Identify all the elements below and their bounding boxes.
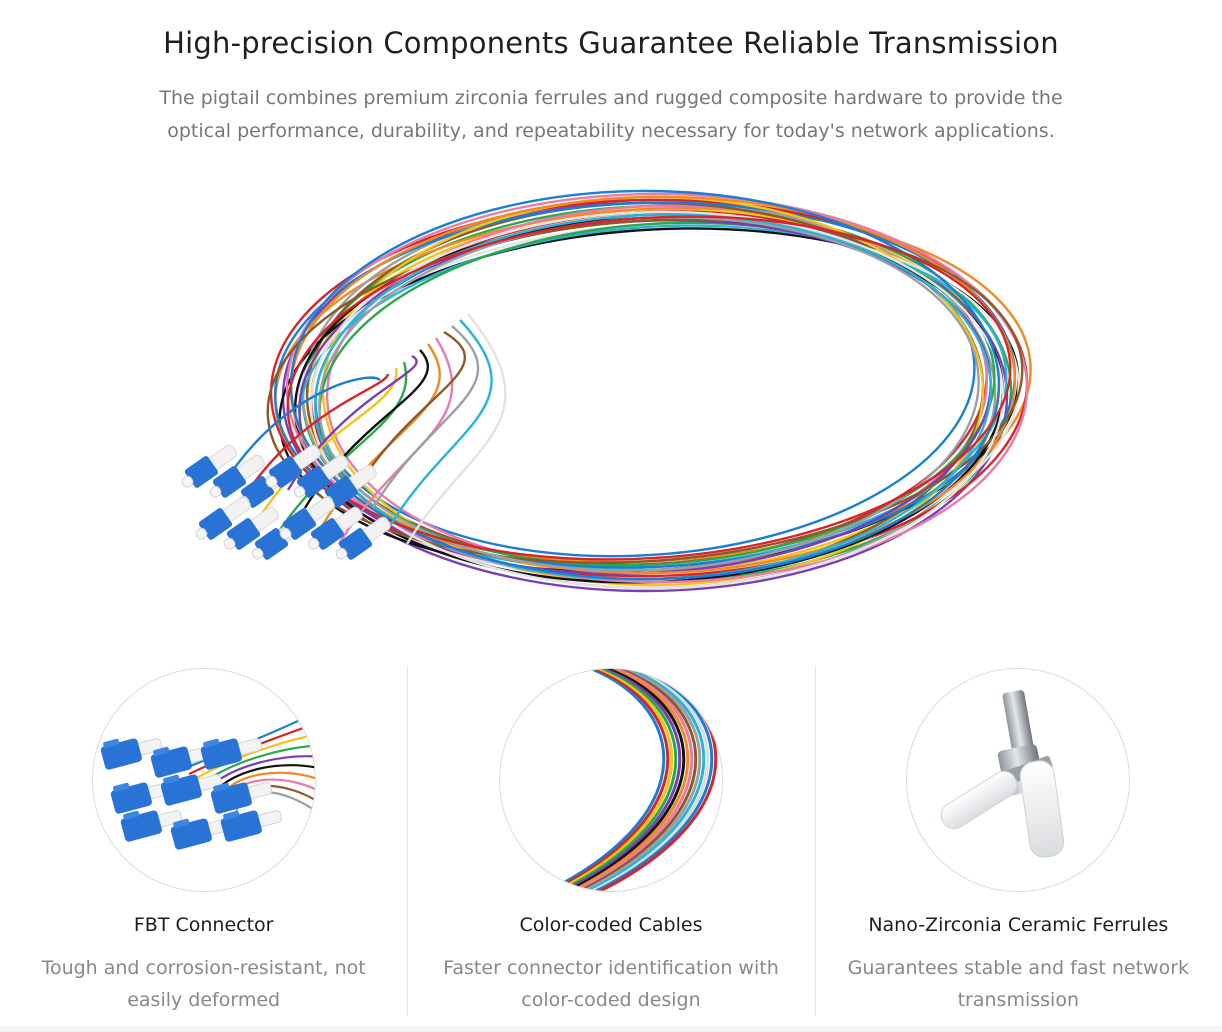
lc-connector-icon — [195, 496, 251, 540]
color-coded-cable-closeup-group — [544, 669, 718, 891]
feature-title: FBT Connector — [133, 914, 274, 936]
fiber-strand — [580, 669, 702, 891]
feature-fbt-connector: FBT Connector Tough and corrosion-resist… — [0, 666, 407, 1016]
feature-color-coded-cables: Color-coded Cables Faster connector iden… — [407, 666, 814, 1016]
lc-connector-group — [181, 444, 391, 560]
fiber-strand — [568, 669, 690, 891]
fiber-strand — [572, 669, 694, 891]
fiber-strand — [266, 218, 1024, 564]
lc-connector-icon — [200, 738, 262, 770]
fiber-leads — [218, 313, 507, 545]
lc-connector-icon — [293, 454, 349, 498]
fiber-pigtail-bundle-svg — [181, 189, 1032, 593]
ceramic-ferrule-closeup-svg — [940, 690, 1065, 858]
lc-connector-icon — [265, 444, 321, 488]
section-header: High-precision Components Guarantee Reli… — [0, 26, 1222, 148]
lc-connector-icon — [223, 506, 279, 550]
feature-title: Nano-Zirconia Ceramic Ferrules — [868, 914, 1169, 936]
lc-connector-icon — [279, 496, 335, 540]
fiber-strand — [548, 669, 670, 891]
lc-connector-icon — [181, 444, 237, 488]
feature-description: Faster connector identification with col… — [443, 957, 779, 1011]
bottom-divider — [0, 1026, 1222, 1032]
fiber-strand — [354, 330, 467, 491]
ceramic-ferrule-closeup-image — [906, 668, 1131, 892]
fiber-strand — [544, 669, 666, 891]
fiber-strand — [556, 669, 678, 891]
feature-description: Tough and corrosion-resistant, not easil… — [41, 957, 366, 1011]
fiber-strand — [309, 210, 1005, 590]
lc-connector-icon — [209, 454, 265, 498]
lc-connector-icon — [210, 782, 272, 814]
lc-connector-icon — [335, 516, 391, 560]
fiber-strand — [552, 669, 674, 891]
fiber-strand — [285, 192, 1029, 584]
feature-title: Color-coded Cables — [519, 914, 703, 936]
feature-description: Guarantees stable and fast network trans… — [847, 957, 1190, 1011]
fiber-strand — [584, 669, 706, 891]
lc-connector-closeup-svg — [100, 711, 315, 850]
fiber-strand — [218, 376, 381, 491]
fiber-pigtail-bundle-image — [140, 180, 1080, 630]
lc-connector-closeup-image — [91, 668, 316, 892]
color-coded-cable-closeup-image — [498, 668, 723, 892]
lc-connector-icon — [307, 506, 363, 550]
section-title: High-precision Components Guarantee Reli… — [163, 26, 1059, 60]
ferrule-ceramic-tips — [940, 760, 1065, 858]
lc-connector-icon — [220, 810, 282, 842]
fiber-strand — [576, 669, 698, 891]
fiber-coil — [266, 189, 1032, 593]
fiber-strand — [371, 325, 480, 509]
fiber-strand — [564, 669, 686, 891]
lc-connector-icon — [150, 746, 212, 778]
section-subtitle: The pigtail combines premium zirconia fe… — [159, 87, 1063, 142]
fiber-strand — [560, 669, 682, 891]
feature-ceramic-ferrules: Nano-Zirconia Ceramic Ferrules Guarantee… — [814, 666, 1222, 1016]
fiber-strand — [235, 373, 390, 509]
color-coded-cable-closeup-svg — [544, 669, 718, 891]
feature-list: FBT Connector Tough and corrosion-resist… — [0, 666, 1222, 1016]
fiber-strand — [388, 319, 493, 527]
fiber-strand — [405, 313, 507, 545]
fiber-strand — [588, 669, 710, 891]
lc-connector-closeup-group — [100, 711, 315, 850]
fiber-strand — [269, 361, 408, 545]
